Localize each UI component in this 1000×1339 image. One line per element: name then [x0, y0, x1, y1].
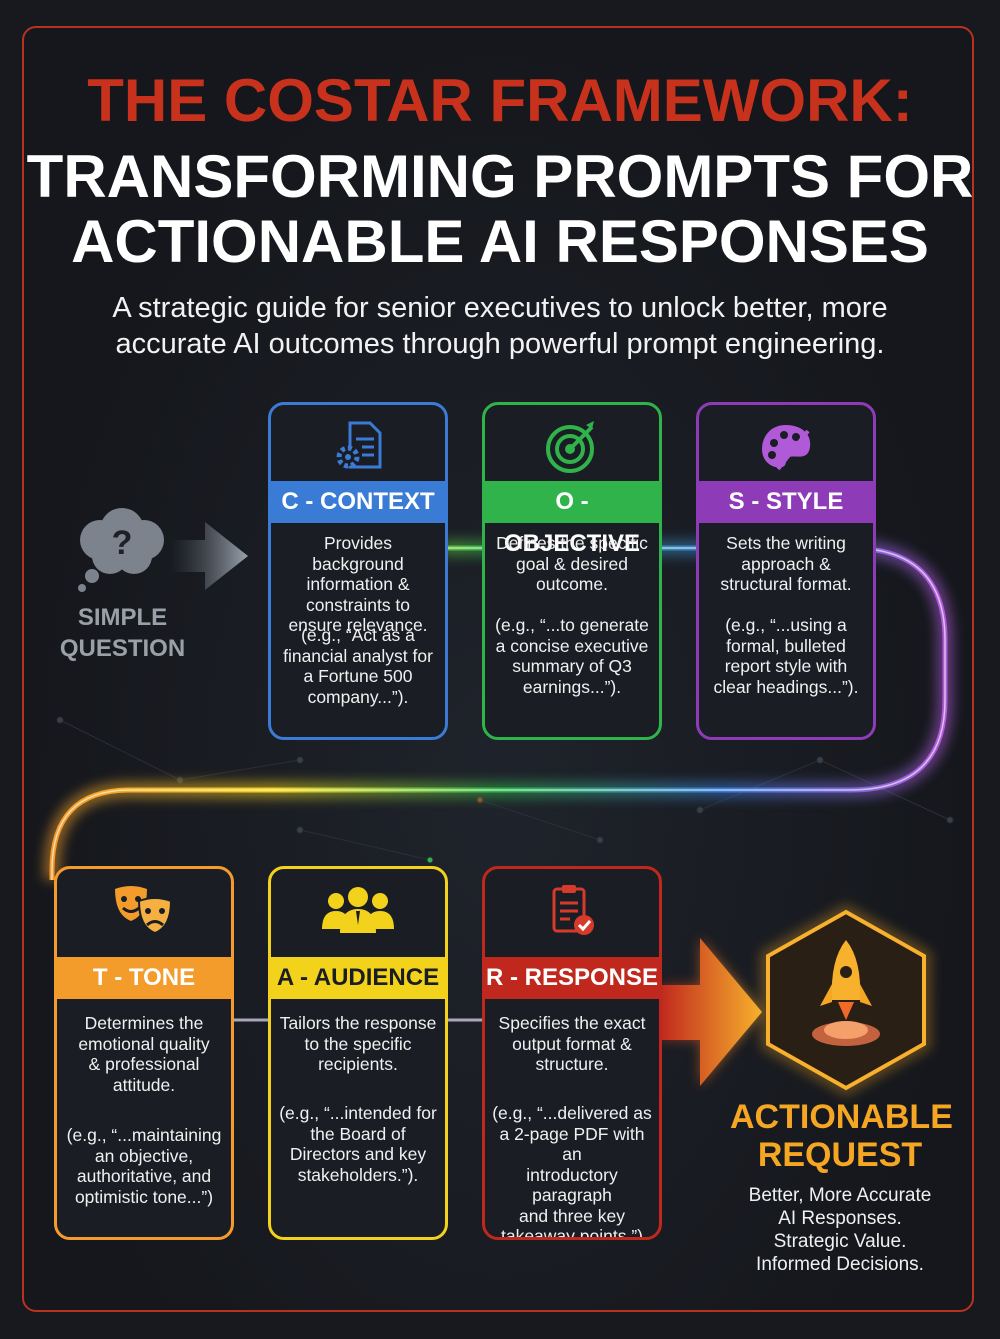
- text-line: Sets the writing: [726, 533, 846, 553]
- document-gear-icon: [271, 417, 445, 477]
- step-title: R - RESPONSE: [485, 957, 659, 999]
- simple-question-label: SIMPLE QUESTION: [40, 602, 205, 664]
- theater-masks-icon: [57, 881, 231, 941]
- text-line: authoritative, and: [76, 1166, 212, 1186]
- simple-question-line-1: SIMPLE: [77, 604, 168, 631]
- subtitle: A strategic guide for senior executives …: [80, 290, 920, 362]
- text-line: Defines the specific: [496, 533, 648, 553]
- svg-text:?: ?: [112, 524, 133, 562]
- final-arrow: [660, 938, 762, 1086]
- text-line: & professional: [88, 1054, 200, 1074]
- step-title: T - TONE: [57, 957, 231, 999]
- text-line: Tailors the response: [279, 1013, 437, 1033]
- title-line-2: TRANSFORMING PROMPTS FOR: [26, 143, 974, 210]
- text-line: Directors and key: [289, 1144, 427, 1164]
- step-title: O - OBJECTIVE: [485, 481, 659, 557]
- title-line-1: THE COSTAR FRAMEWORK:: [87, 67, 913, 134]
- question-bubble-icon: ?: [78, 508, 164, 592]
- text-line: (e.g., “...delivered as: [492, 1103, 652, 1123]
- subtitle-line-2: accurate AI outcomes through powerful pr…: [115, 328, 885, 360]
- text-line: Strategic Value.: [773, 1231, 907, 1252]
- text-line: (e.g., “...intended for: [279, 1103, 437, 1123]
- people-group-icon: [271, 881, 445, 941]
- text-line: constraints to: [305, 594, 411, 615]
- final-title-line-1: ACTIONABLE: [730, 1098, 953, 1136]
- text-line: a 2-page PDF with an: [499, 1123, 645, 1165]
- text-line: goal & desired: [516, 553, 628, 574]
- final-title: ACTIONABLE REQUEST: [730, 1098, 953, 1174]
- text-line: Specifies the exact: [498, 1013, 646, 1033]
- text-line: optimistic tone...”): [74, 1186, 214, 1207]
- text-line: Provides background: [312, 533, 404, 574]
- text-line: ensure relevance.: [288, 615, 428, 635]
- text-line: AI Responses.: [778, 1208, 902, 1229]
- text-line: introductory paragraph: [526, 1164, 618, 1206]
- text-line: summary of Q3: [512, 656, 632, 676]
- simple-question-line-2: QUESTION: [59, 635, 186, 662]
- clipboard-check-icon: [485, 881, 659, 941]
- text-line: clear headings...”).: [713, 676, 859, 697]
- rocket-icon: [812, 940, 880, 1046]
- text-line: takeaway points.”): [500, 1226, 643, 1240]
- palette-icon: [699, 417, 873, 477]
- text-line: (e.g., “...to generate: [495, 615, 649, 635]
- title-line-3: ACTIONABLE AI RESPONSES: [71, 208, 929, 275]
- target-icon: [485, 417, 659, 477]
- text-line: attitude.: [112, 1074, 176, 1095]
- text-line: structure.: [535, 1054, 609, 1074]
- text-line: company...”).: [307, 686, 409, 707]
- text-line: stakeholders.”).: [297, 1164, 419, 1185]
- final-description: Better, More Accurate AI Responses. Stra…: [730, 1184, 950, 1276]
- text-line: recipients.: [318, 1054, 398, 1074]
- text-line: formal, bulleted: [726, 635, 846, 656]
- text-line: report style with: [724, 656, 848, 676]
- network-dots: [56, 716, 954, 864]
- text-line: a Fortune 500: [303, 666, 413, 686]
- subtitle-line-1: A strategic guide for senior executives …: [112, 292, 888, 324]
- text-line: output format &: [512, 1033, 632, 1054]
- step-title: A - AUDIENCE: [271, 957, 445, 999]
- text-line: an objective,: [94, 1145, 194, 1166]
- step-title: S - STYLE: [699, 481, 873, 523]
- text-line: the Board of: [310, 1123, 406, 1144]
- text-line: a concise executive: [495, 635, 649, 656]
- text-line: (e.g., “Act as a: [301, 625, 415, 645]
- step-title: C - CONTEXT: [271, 481, 445, 523]
- text-line: Informed Decisions.: [756, 1254, 924, 1275]
- text-line: structural format.: [720, 574, 852, 594]
- text-line: Better, More Accurate: [748, 1185, 932, 1206]
- text-line: earnings...”).: [522, 676, 622, 697]
- text-line: approach &: [741, 553, 831, 574]
- text-line: outcome.: [536, 574, 608, 594]
- text-line: information &: [306, 574, 410, 594]
- text-line: (e.g., “...using a: [725, 615, 847, 635]
- start-arrow: [170, 522, 248, 590]
- final-title-line-2: REQUEST: [757, 1136, 923, 1174]
- text-line: Determines the: [84, 1013, 204, 1033]
- text-line: emotional quality: [78, 1033, 210, 1054]
- text-line: financial analyst for: [283, 645, 433, 666]
- text-line: and three key: [518, 1205, 626, 1226]
- text-line: to the specific: [304, 1033, 412, 1054]
- text-line: (e.g., “...maintaining: [66, 1125, 222, 1145]
